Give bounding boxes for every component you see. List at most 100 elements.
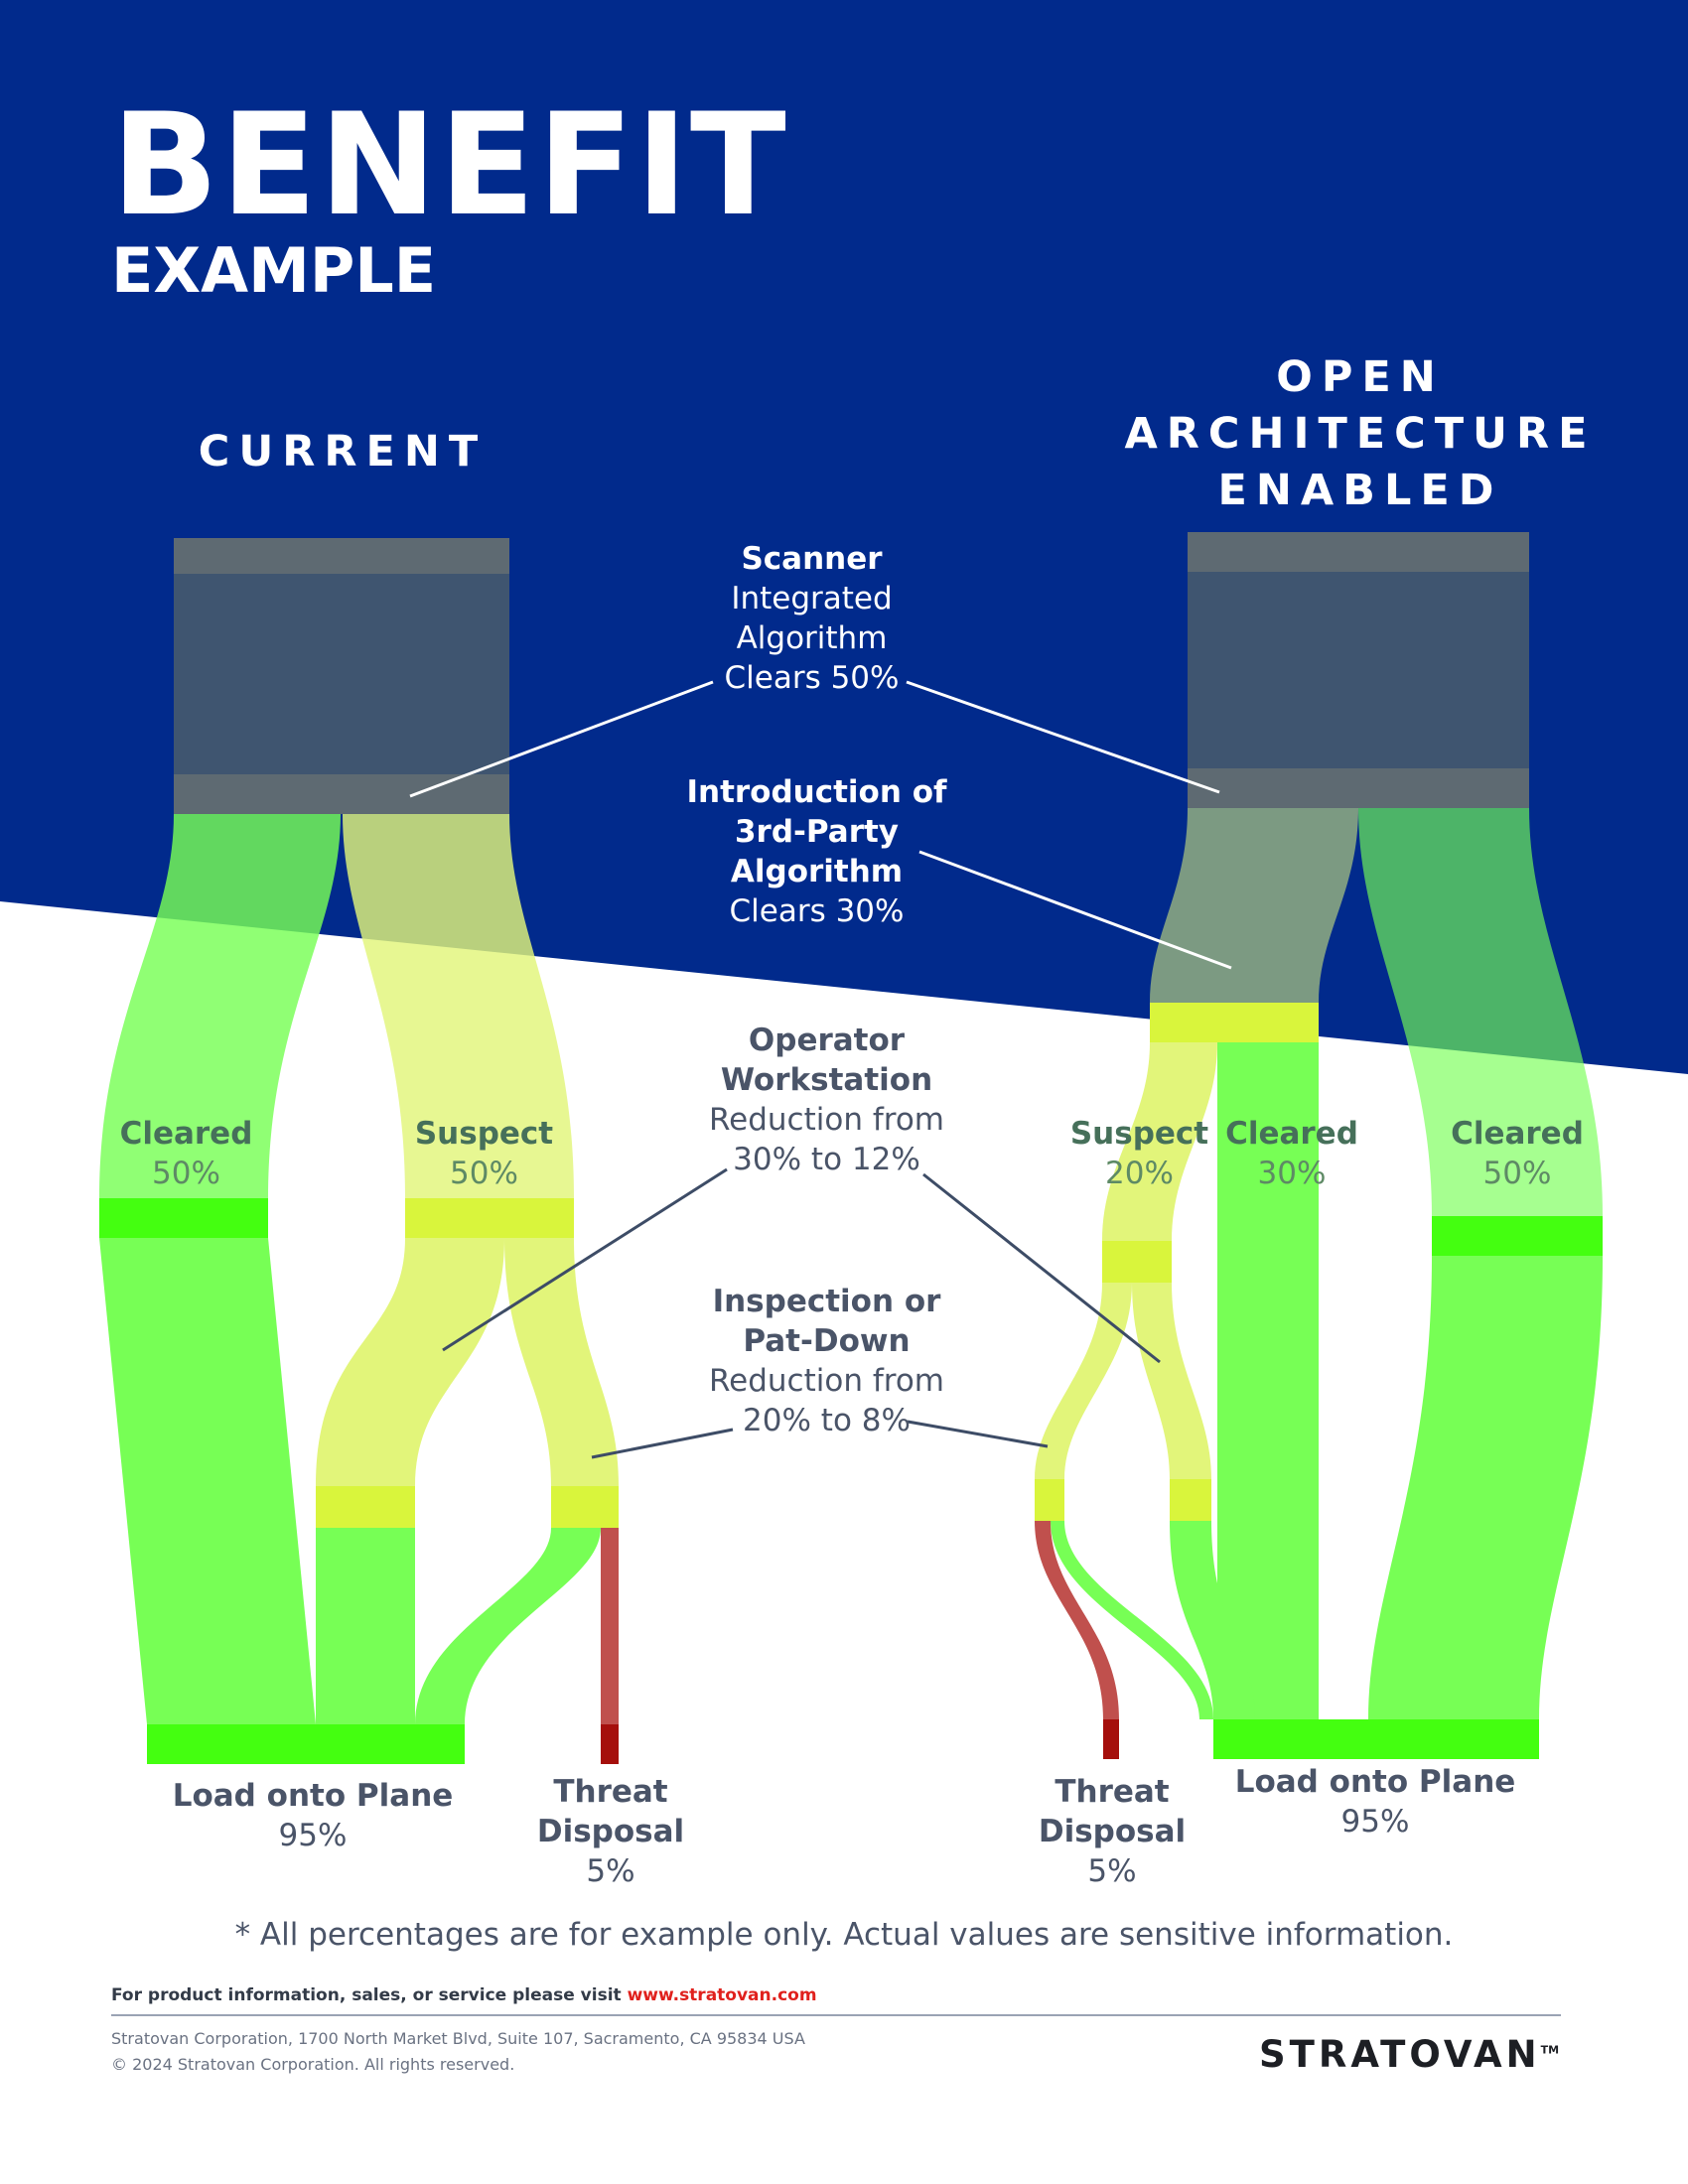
open-node-operator [1170, 1479, 1211, 1521]
label-open-suspect-value: 20% [1105, 1156, 1174, 1191]
leader-scanner-current [409, 680, 714, 798]
open-flow-suspect-operator [1132, 1283, 1211, 1479]
label-current-suspect-name: Suspect [414, 1116, 554, 1152]
stratovan-logo-text: STRATOVAN [1259, 2033, 1541, 2076]
label-open-threat: Threat Disposal 5% [1018, 1772, 1206, 1891]
label-current-threat-name-2: Disposal [536, 1814, 685, 1849]
open-flow-inspection-load [1051, 1521, 1213, 1719]
current-flow-suspect-inspection [504, 1238, 619, 1486]
label-open-load-value: 95% [1340, 1804, 1410, 1840]
annotation-scanner-line-1: Integrated [731, 581, 893, 616]
label-open-threat-value: 5% [1087, 1853, 1137, 1889]
open-flow-operator-load [1170, 1521, 1255, 1719]
label-current-load-value: 95% [278, 1818, 348, 1853]
annotation-scanner-title: Scanner [741, 541, 883, 577]
leader-inspection-open [907, 1420, 1049, 1448]
footer: For product information, sales, or servi… [111, 1985, 1561, 2078]
label-open-threat-name-1: Threat [1055, 1774, 1170, 1810]
open-flow-thirdparty [1150, 808, 1358, 1003]
current-flow-cleared [99, 814, 341, 1198]
label-open-threat-name-2: Disposal [1038, 1814, 1187, 1849]
footer-visit-line: For product information, sales, or servi… [111, 1985, 1561, 2005]
annotation-inspection-title-2: Pat-Down [743, 1323, 911, 1359]
open-scanner-block [1188, 572, 1529, 768]
annotation-third-party-line-1: Clears 30% [729, 893, 905, 929]
annotation-third-party-title-2: 3rd-Party [734, 814, 900, 850]
label-open-cleared-30-name: Cleared [1225, 1116, 1358, 1152]
footer-website-link[interactable]: www.stratovan.com [627, 1985, 817, 2005]
page-title: BENEFIT [111, 83, 788, 247]
open-scanner-base [1188, 768, 1529, 808]
label-current-threat-value: 5% [586, 1853, 635, 1889]
current-flow-suspect-operator [316, 1238, 504, 1486]
open-node-load [1213, 1719, 1539, 1759]
label-open-suspect-name: Suspect [1069, 1116, 1209, 1152]
open-node-cleared-50 [1432, 1216, 1603, 1256]
label-current-cleared: Cleared 50% [94, 1114, 278, 1193]
open-node-thirdparty [1150, 1003, 1319, 1042]
current-scanner-base [174, 774, 509, 814]
label-open-cleared-30: Cleared 30% [1213, 1114, 1370, 1193]
current-node-cleared [99, 1198, 268, 1238]
label-open-cleared-50-name: Cleared [1451, 1116, 1584, 1152]
open-node-threat [1103, 1719, 1119, 1759]
current-flow-inspection-load [415, 1528, 601, 1724]
current-flow [99, 538, 619, 1764]
footer-address: Stratovan Corporation, 1700 North Market… [111, 2029, 805, 2048]
column-heading-open-line-2: ARCHITECTURE [1124, 409, 1597, 459]
label-open-cleared-30-value: 30% [1257, 1156, 1327, 1191]
label-open-cleared-50-value: 50% [1482, 1156, 1552, 1191]
column-heading-current: CURRENT [169, 424, 516, 480]
annotation-scanner-line-3: Clears 50% [724, 660, 900, 696]
trademark-mark: TM [1540, 2043, 1560, 2057]
current-flow-suspect [343, 814, 574, 1198]
column-heading-open: OPEN ARCHITECTURE ENABLED [1102, 349, 1618, 519]
label-open-suspect: Suspect 20% [1062, 1114, 1216, 1193]
footer-visit-text: For product information, sales, or servi… [111, 1985, 622, 2005]
annotation-inspection-line-2: 20% to 8% [743, 1403, 911, 1438]
annotation-third-party: Introduction of 3rd-Party Algorithm Clea… [655, 772, 978, 931]
disclaimer-note: * All percentages are for example only. … [234, 1917, 1454, 1953]
label-open-load-name: Load onto Plane [1234, 1764, 1516, 1800]
leader-lines-dark [442, 1167, 1161, 1459]
annotation-inspection-line-1: Reduction from [709, 1363, 944, 1399]
label-open-cleared-50: Cleared 50% [1428, 1114, 1607, 1193]
label-current-threat: Threat Disposal 5% [516, 1772, 705, 1891]
current-flow-threat [601, 1528, 619, 1724]
annotation-inspection: Inspection or Pat-Down Reduction from 20… [660, 1282, 993, 1440]
open-flow-cleared-50-load [1368, 1256, 1603, 1719]
label-current-cleared-name: Cleared [119, 1116, 253, 1152]
column-heading-current-text: CURRENT [198, 427, 488, 477]
annotation-operator: Operator Workstation Reduction from 30% … [660, 1021, 993, 1179]
open-node-inspection [1035, 1479, 1064, 1521]
open-flow-cleared-30 [1217, 1042, 1319, 1719]
label-current-threat-name-1: Threat [553, 1774, 668, 1810]
leader-thirdparty [918, 850, 1232, 970]
annotation-third-party-title-1: Introduction of [686, 774, 947, 810]
footer-divider [111, 2014, 1561, 2016]
leader-scanner-open [906, 680, 1220, 794]
leader-operator-current [442, 1167, 728, 1352]
label-current-cleared-value: 50% [152, 1156, 220, 1191]
stratovan-logo: STRATOVANTM [1259, 2033, 1559, 2076]
label-current-load-name: Load onto Plane [172, 1778, 454, 1814]
current-node-load [147, 1724, 465, 1764]
column-heading-open-line-3: ENABLED [1217, 466, 1503, 515]
label-current-suspect: Suspect 50% [392, 1114, 576, 1193]
annotation-scanner: Scanner Integrated Algorithm Clears 50% [655, 539, 968, 698]
leader-operator-open [922, 1172, 1161, 1364]
leader-inspection-current [591, 1428, 734, 1459]
current-node-suspect [405, 1198, 574, 1238]
current-scanner-block [174, 574, 509, 774]
page-subtitle: EXAMPLE [111, 234, 437, 307]
current-flow-cleared-load [99, 1238, 316, 1724]
annotation-scanner-line-2: Algorithm [736, 620, 888, 656]
current-node-operator [316, 1486, 415, 1528]
annotation-third-party-title-3: Algorithm [730, 854, 904, 889]
open-node-suspect [1102, 1241, 1172, 1283]
annotation-inspection-title-1: Inspection or [712, 1284, 941, 1319]
annotation-operator-title-2: Workstation [720, 1062, 933, 1098]
footer-copyright: © 2024 Stratovan Corporation. All rights… [111, 2055, 515, 2074]
